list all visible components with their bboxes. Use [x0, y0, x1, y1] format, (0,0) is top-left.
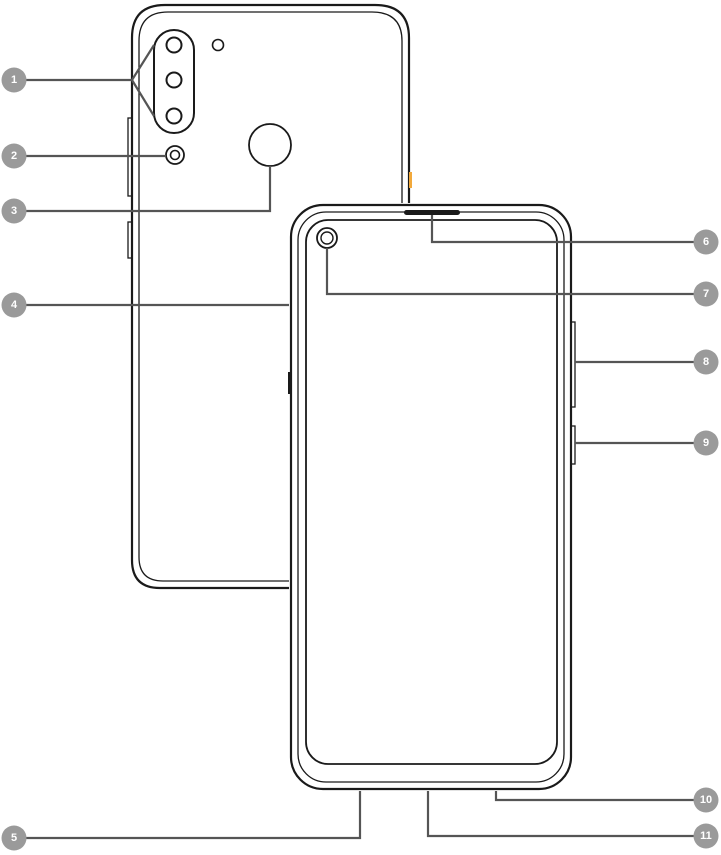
svg-text:5: 5 — [11, 832, 17, 844]
back-accent-key — [409, 172, 412, 188]
svg-text:2: 2 — [11, 150, 17, 162]
svg-text:10: 10 — [700, 794, 712, 806]
flash-outer-icon — [166, 146, 184, 164]
callout-8: 8 — [694, 350, 719, 375]
back-sensor-icon — [213, 40, 224, 51]
front-left-slot — [288, 372, 291, 394]
svg-text:7: 7 — [703, 288, 709, 300]
svg-text:3: 3 — [11, 205, 17, 217]
leader-line-1 — [24, 45, 154, 80]
camera-lens-2-icon — [167, 73, 182, 88]
callout-9: 9 — [694, 431, 719, 456]
callout-4: 4 — [2, 293, 27, 318]
leader-line-3 — [24, 166, 270, 211]
camera-lens-3-icon — [167, 109, 182, 124]
camera-lens-1-icon — [167, 38, 182, 53]
svg-text:6: 6 — [703, 236, 709, 248]
svg-text:1: 1 — [11, 74, 17, 86]
camera-module — [154, 30, 194, 133]
callout-1: 1 — [2, 68, 27, 93]
callout-6: 6 — [694, 230, 719, 255]
earpiece-speaker — [404, 210, 460, 215]
fingerprint-sensor-icon — [249, 124, 291, 166]
svg-text:4: 4 — [11, 299, 18, 311]
callout-11: 11 — [694, 824, 719, 849]
svg-text:11: 11 — [700, 830, 712, 842]
phone-front-view — [288, 203, 575, 793]
callout-7: 7 — [694, 282, 719, 307]
leader-line-11 — [428, 791, 698, 836]
callout-10: 10 — [694, 788, 719, 813]
leader-line-5 — [24, 791, 360, 838]
leader-line-1b — [132, 80, 154, 116]
back-left-power-button — [128, 222, 132, 258]
callout-2: 2 — [2, 144, 27, 169]
callout-5: 5 — [2, 826, 27, 851]
flash-inner-icon — [171, 151, 180, 160]
callout-3: 3 — [2, 199, 27, 224]
svg-text:9: 9 — [703, 437, 709, 449]
svg-text:8: 8 — [703, 356, 709, 368]
